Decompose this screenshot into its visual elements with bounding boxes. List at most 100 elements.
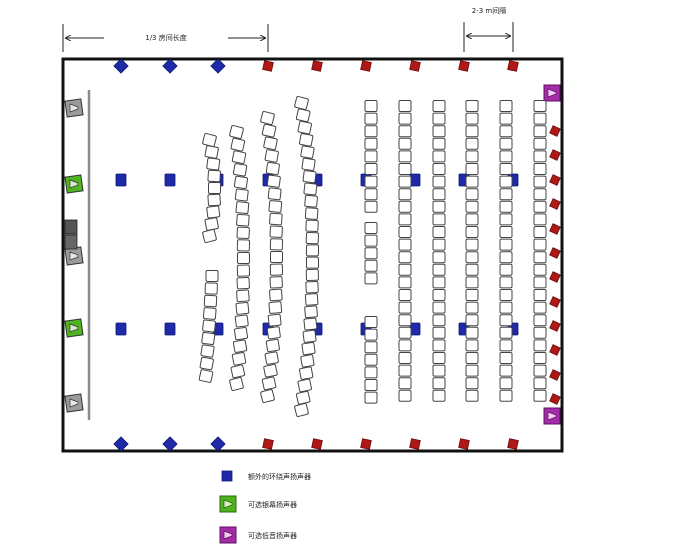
seat bbox=[432, 263, 446, 276]
seat bbox=[294, 96, 309, 110]
seat bbox=[432, 339, 446, 352]
seat bbox=[499, 188, 513, 201]
seat bbox=[204, 145, 219, 159]
seat bbox=[533, 289, 547, 301]
seat bbox=[364, 234, 378, 247]
seat bbox=[533, 301, 547, 314]
seat bbox=[294, 403, 309, 417]
seat bbox=[465, 301, 479, 314]
seat bbox=[499, 200, 513, 213]
seat bbox=[300, 145, 315, 159]
seat bbox=[398, 263, 412, 276]
seat bbox=[364, 200, 378, 213]
seat bbox=[499, 163, 513, 175]
seat bbox=[364, 112, 378, 125]
center-speaker-box bbox=[64, 219, 78, 235]
seat bbox=[304, 293, 319, 306]
legend: 额外的环绕声扬声器 可选银幕扬声器 可选低音扬声器 bbox=[219, 470, 311, 544]
seat bbox=[398, 125, 412, 138]
seat bbox=[364, 316, 378, 328]
seat bbox=[230, 364, 246, 379]
seat bbox=[303, 182, 318, 196]
additional-surround-speaker bbox=[164, 322, 176, 336]
seat bbox=[364, 163, 378, 175]
seat bbox=[533, 276, 547, 289]
surround-speaker-wall bbox=[458, 438, 470, 450]
seat bbox=[266, 174, 281, 188]
seat bbox=[398, 289, 412, 301]
seat bbox=[398, 276, 412, 289]
surround-speaker-diamond bbox=[113, 436, 129, 452]
seat bbox=[398, 238, 412, 251]
seat bbox=[398, 352, 412, 364]
seat bbox=[432, 377, 446, 390]
seat bbox=[269, 288, 283, 302]
seat bbox=[304, 305, 318, 319]
seat bbox=[269, 276, 283, 289]
seat bbox=[432, 200, 446, 213]
seat bbox=[432, 251, 446, 264]
seat bbox=[260, 111, 275, 125]
seat bbox=[533, 200, 547, 213]
seat bbox=[432, 301, 446, 314]
seat bbox=[231, 150, 247, 164]
seat bbox=[234, 314, 249, 328]
seat bbox=[533, 125, 547, 138]
subwoofer bbox=[543, 84, 561, 102]
legend-label-subwoofer: 可选低音扬声器 bbox=[248, 531, 297, 540]
seat bbox=[236, 226, 250, 240]
seat bbox=[465, 377, 479, 390]
seat bbox=[533, 251, 547, 264]
seat bbox=[533, 150, 547, 163]
seat bbox=[269, 263, 284, 276]
seat bbox=[264, 351, 279, 365]
surround-speaker-diamond bbox=[162, 58, 178, 74]
subwoofer bbox=[543, 407, 561, 425]
seat bbox=[263, 363, 278, 378]
seat bbox=[499, 238, 513, 251]
seat bbox=[268, 301, 283, 314]
seat bbox=[232, 163, 248, 177]
seat bbox=[398, 364, 412, 377]
seat bbox=[432, 125, 446, 138]
seat bbox=[364, 247, 378, 260]
seat bbox=[237, 252, 250, 264]
seat bbox=[533, 188, 547, 201]
surround-speaker-rear bbox=[549, 393, 561, 405]
seat bbox=[233, 326, 249, 341]
seat bbox=[261, 123, 277, 138]
seat bbox=[432, 112, 446, 125]
seat bbox=[305, 244, 320, 257]
seat bbox=[432, 226, 446, 238]
seat bbox=[305, 268, 319, 282]
seat bbox=[499, 289, 513, 301]
surround-speaker-rear bbox=[549, 344, 561, 356]
seat bbox=[260, 389, 275, 403]
seat bbox=[499, 137, 513, 150]
seat bbox=[305, 231, 319, 245]
seat bbox=[432, 137, 446, 150]
seat bbox=[465, 289, 479, 301]
seat bbox=[465, 175, 479, 188]
seat bbox=[398, 150, 412, 163]
seat bbox=[304, 194, 318, 208]
seat bbox=[533, 326, 547, 339]
seat bbox=[295, 108, 311, 123]
seat bbox=[465, 251, 479, 264]
seat bbox=[398, 137, 412, 150]
seat bbox=[364, 175, 378, 188]
seat bbox=[465, 125, 479, 138]
surround-speaker-rear bbox=[549, 125, 561, 137]
seat bbox=[499, 364, 513, 377]
seating-layer bbox=[198, 96, 547, 417]
seat bbox=[499, 251, 513, 264]
seat bbox=[533, 226, 547, 238]
seat bbox=[364, 100, 378, 112]
additional-surround-speaker bbox=[115, 322, 127, 336]
legend-item-screen-speaker: 可选银幕扬声器 bbox=[219, 495, 297, 513]
seat bbox=[229, 125, 244, 139]
seat bbox=[202, 133, 217, 147]
legend-label-surround: 额外的环绕声扬声器 bbox=[248, 472, 311, 481]
surround-speaker-diamond bbox=[210, 436, 226, 452]
seat bbox=[364, 259, 378, 272]
